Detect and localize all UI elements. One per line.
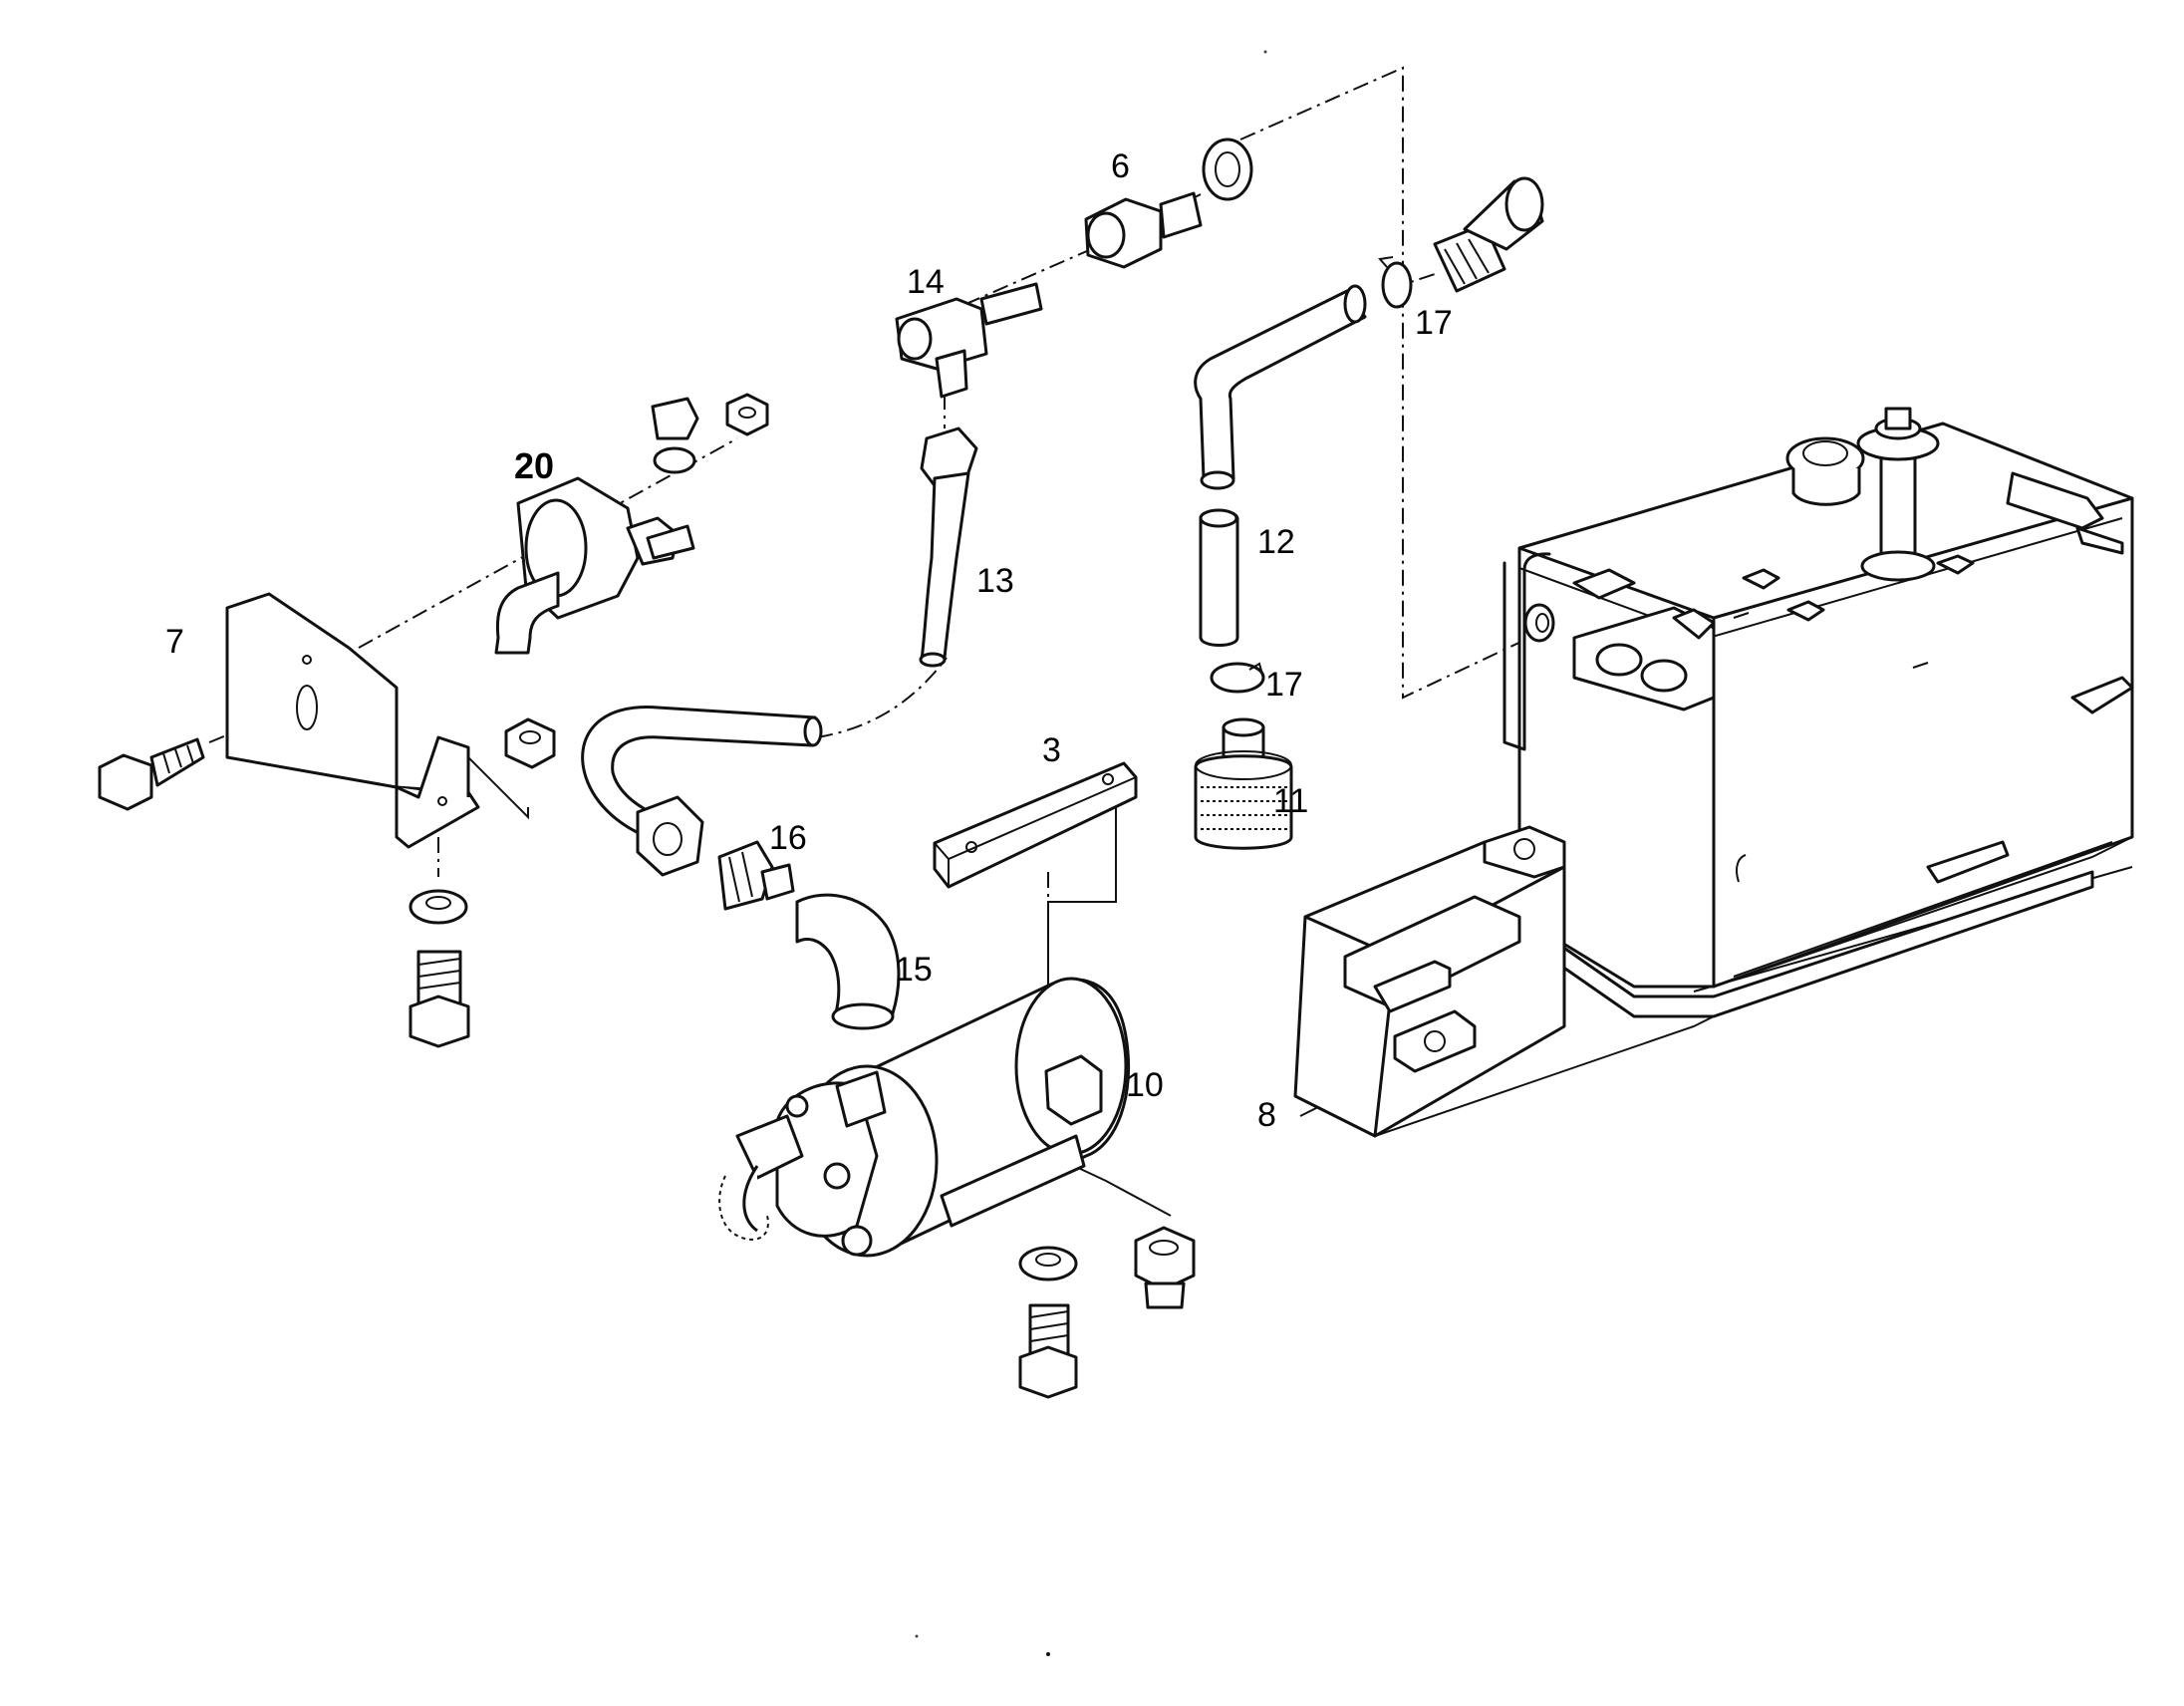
plate-part-3 (933, 761, 1138, 889)
part-labels: 3 6 7 8 10 11 12 13 14 15 16 17 17 20 (165, 147, 1453, 1134)
washer-bolt-pump (1018, 1246, 1078, 1399)
label-part-20: 20 (514, 445, 554, 486)
hose-elbow-top (1194, 284, 1367, 490)
clamp-part-17-upper (1378, 256, 1413, 309)
label-part-17a: 17 (1415, 304, 1453, 342)
tank-part-8 (1293, 407, 2134, 1138)
label-part-6: 6 (1111, 147, 1130, 185)
label-part-10: 10 (1126, 1066, 1164, 1104)
label-part-7: 7 (165, 623, 184, 661)
nipple-part-16 (717, 840, 795, 911)
hose-s-curve (581, 706, 823, 839)
bracket-part-7 (225, 592, 480, 849)
hose-part-13 (919, 426, 978, 668)
valve-part-20 (494, 393, 769, 655)
label-part-11: 11 (1273, 782, 1308, 820)
label-part-8: 8 (1257, 1096, 1276, 1134)
strainer-part-11 (1194, 717, 1293, 850)
elbow-fitting-part-14 (895, 282, 1043, 399)
label-part-16: 16 (769, 819, 807, 857)
label-part-14: 14 (907, 263, 945, 301)
label-part-3: 3 (1042, 731, 1061, 769)
nut-bracket (504, 717, 556, 769)
sleeve-part-12 (1199, 508, 1239, 647)
washer-bolt-bracket (409, 889, 470, 1048)
scan-specks (915, 50, 1267, 1656)
nut-part-16-side (636, 795, 704, 877)
pump-motor-part-10 (718, 977, 1131, 1258)
elbow-hose-part-15 (795, 893, 901, 1030)
fitting-part-6 (1084, 191, 1203, 269)
label-part-13: 13 (976, 562, 1014, 600)
label-part-17b: 17 (1265, 666, 1303, 704)
clamp-part-17-lower (1210, 662, 1265, 694)
label-part-12: 12 (1257, 523, 1295, 561)
label-part-15: 15 (895, 951, 933, 989)
coupling-top (1433, 176, 1544, 293)
o-ring-part-6 (1202, 138, 1253, 201)
nut-pump (1134, 1226, 1196, 1309)
bolt-left (98, 737, 205, 811)
